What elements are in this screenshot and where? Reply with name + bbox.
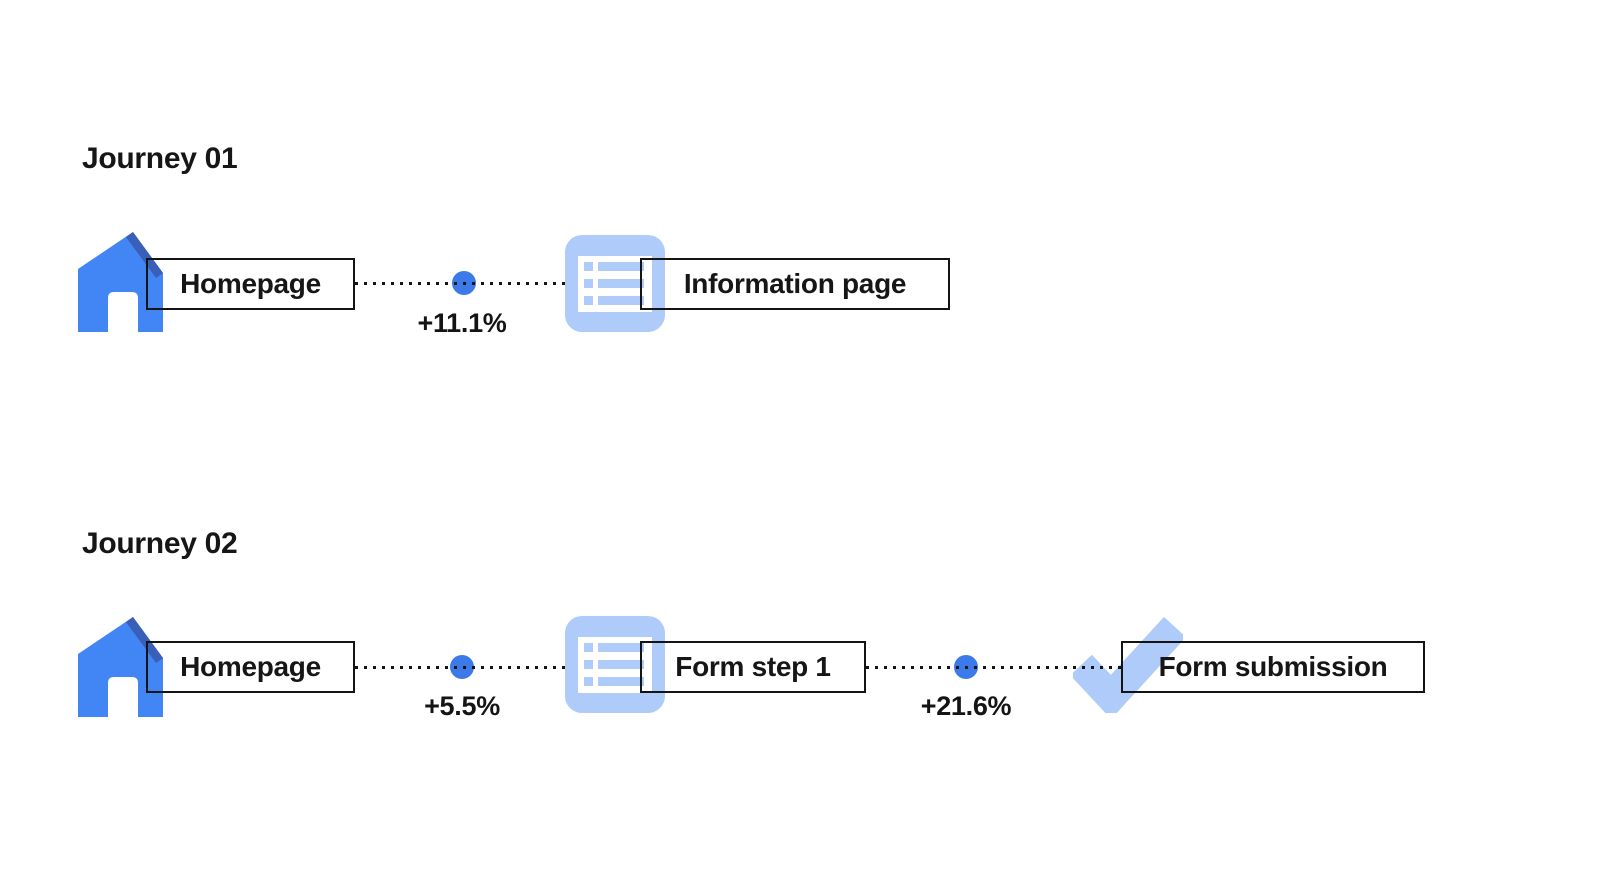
home-icon [78, 232, 163, 332]
node-label: Homepage [180, 268, 321, 299]
transition-delta: +21.6% [920, 691, 1012, 721]
node-label-box: Homepage [146, 258, 355, 310]
connector-line [355, 282, 640, 285]
node-label-box: Homepage [146, 641, 355, 693]
label-box-fill [640, 641, 866, 693]
transition-delta: +11.1% [417, 308, 507, 338]
node-label-box: Form submission [1121, 641, 1425, 693]
label-box-fill [146, 641, 355, 693]
node-label: Information page [683, 268, 907, 299]
node-label-box: Form step 1 [640, 641, 866, 693]
journey-1-title: Journey 01 [82, 142, 238, 175]
connector-line [866, 666, 1121, 669]
node-label: Form step 1 [675, 651, 831, 682]
checkmark-icon [1073, 616, 1183, 713]
node-label-box: Information page [640, 258, 950, 310]
journey-2-title: Journey 02 [82, 527, 238, 560]
label-box-fill [146, 258, 355, 310]
connector-line [355, 666, 640, 669]
transition-delta: +5.5% [424, 691, 500, 721]
label-box-fill [640, 258, 950, 310]
home-icon [78, 617, 163, 717]
node-label: Homepage [180, 651, 321, 682]
node-label: Form submission [1158, 651, 1388, 682]
